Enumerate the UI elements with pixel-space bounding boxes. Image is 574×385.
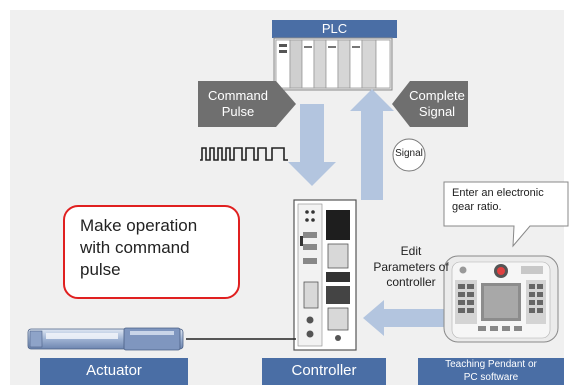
- command-pulse-box: [198, 81, 296, 127]
- plc-label: PLC: [321, 20, 348, 36]
- operation-callout-line1: Make operation: [80, 216, 198, 235]
- edit-parameters-line3: controller: [386, 275, 436, 290]
- complete-signal-line1: Complete: [409, 88, 465, 103]
- command-flow-arrow: [288, 104, 336, 186]
- command-pulse-line2: Pulse: [221, 104, 255, 120]
- gear-ratio-line1: Enter an electronic: [452, 187, 544, 199]
- signal-badge: [392, 138, 426, 172]
- controller-device: [293, 199, 357, 351]
- teaching-pendant-device: [443, 255, 559, 343]
- gear-ratio-bubble: [443, 181, 569, 248]
- operation-callout: [63, 205, 240, 299]
- edit-parameters-text: Edit Parameters of controller: [372, 244, 450, 291]
- actuator-label: Actuator: [86, 362, 142, 380]
- complete-signal-box: [392, 81, 468, 127]
- operation-callout-line3: pulse: [80, 260, 121, 280]
- operation-callout-text: Make operation with command pulse: [80, 215, 230, 281]
- edit-parameters-line2: Parameters of: [373, 259, 449, 274]
- controller-label-bar: [262, 358, 386, 385]
- gear-ratio-line2: gear ratio.: [452, 200, 502, 213]
- operation-callout-line2: with command: [80, 238, 190, 258]
- pendant-label-line2: PC software: [463, 371, 519, 383]
- pendant-label: Teaching Pendant or PC software: [418, 359, 564, 384]
- complete-signal-label: Complete Signal: [404, 88, 470, 121]
- complete-signal-line2: Signal: [418, 104, 456, 120]
- plc-unit: [273, 37, 393, 91]
- command-pulse-label: Command Pulse: [198, 88, 278, 121]
- pendant-label-bar: [418, 358, 564, 385]
- gear-ratio-text: Enter an electronic gear ratio.: [452, 187, 564, 215]
- command-pulse-line1: Command: [208, 88, 268, 103]
- pulse-waveform: [200, 147, 288, 161]
- edit-parameters-line1: Edit: [400, 244, 422, 258]
- actuator-label-bar: [40, 358, 188, 385]
- pendant-label-line1: Teaching Pendant or: [445, 359, 537, 370]
- controller-label: Controller: [291, 362, 357, 380]
- actuator-device: [27, 327, 184, 351]
- signal-badge-label: Signal: [395, 148, 423, 159]
- plc-title-bar: [272, 20, 397, 38]
- edit-parameters-arrow: [363, 300, 450, 336]
- signal-flow-arrow: [350, 89, 394, 200]
